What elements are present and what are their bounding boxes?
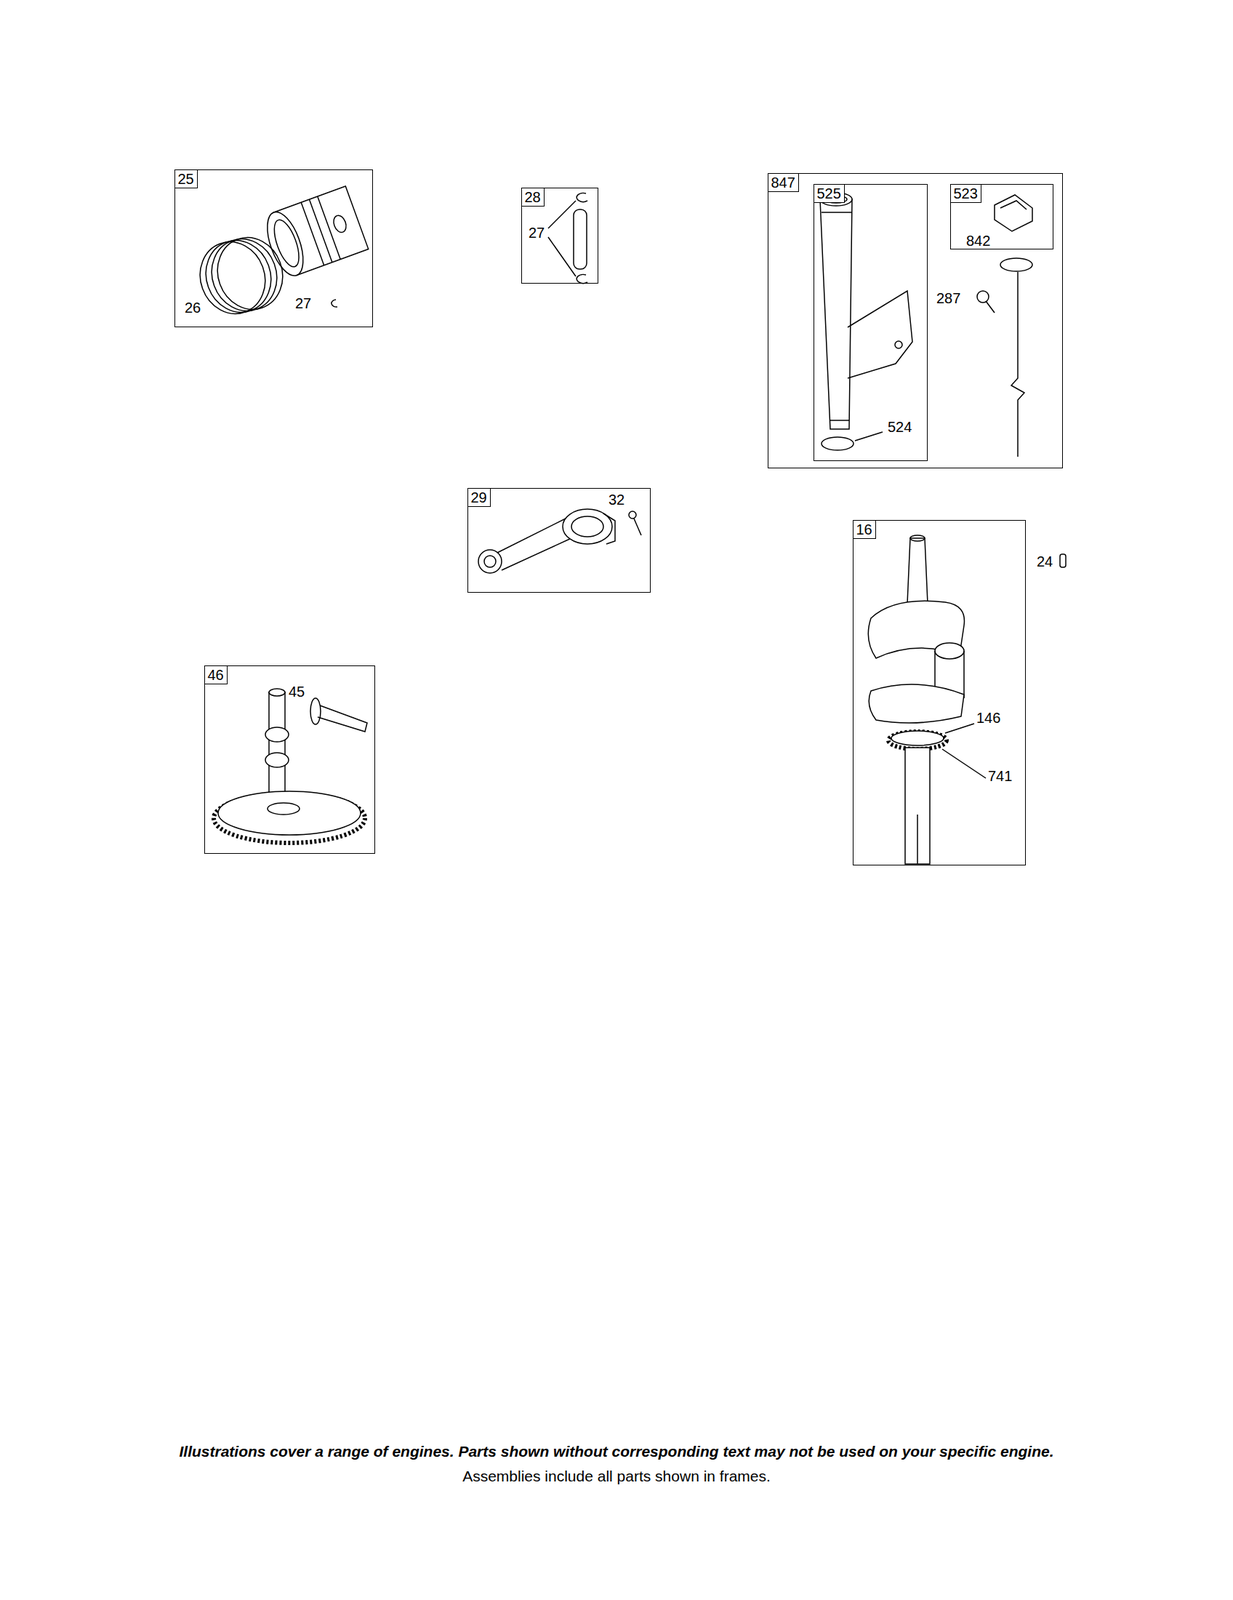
callout-number: 146 (975, 709, 1002, 726)
parts-frame: 525 524 (813, 183, 928, 461)
connecting-rod (478, 508, 616, 573)
callout-number: 741 (987, 767, 1013, 784)
parts-frame: 28 27 (521, 187, 599, 284)
camshaft (213, 688, 365, 843)
frame-number: 847 (767, 173, 799, 192)
frame-number: 46 (204, 665, 228, 685)
caption: Illustrations cover a range of engines. … (178, 1442, 1054, 1460)
leader-line (945, 723, 975, 733)
parts-frame: 25 26 27 (174, 169, 373, 328)
callout-number: 45 (287, 683, 306, 700)
callout-number: 26 (183, 299, 202, 316)
callout-number: 27 (294, 295, 312, 312)
parts-frame: 29 32 (467, 487, 651, 593)
dipstick (994, 194, 1033, 457)
screw (977, 290, 995, 313)
piston-rings (190, 228, 293, 323)
piston-pin (573, 209, 587, 269)
callout-number: 24 (1036, 553, 1053, 570)
rod-bolt (628, 511, 642, 536)
parts-frame: 46 45 (204, 665, 376, 854)
frame-number: 16 (852, 519, 877, 539)
parts-frame: 847 287 525 524 523 842 (767, 173, 1063, 469)
callout-number: 524 (886, 418, 913, 435)
piston (260, 186, 369, 280)
frame-number: 523 (950, 183, 982, 203)
dipstick-tube (820, 192, 913, 429)
retaining-clip (576, 274, 588, 283)
frame-number: 29 (467, 487, 491, 507)
frame-number: 525 (813, 183, 845, 203)
retaining-clip (331, 299, 338, 307)
pin-symbol (1059, 553, 1066, 568)
callout-number: 842 (965, 232, 991, 249)
crankshaft (868, 535, 965, 864)
parts-frame: 523 842 (950, 183, 1054, 250)
leader-line (854, 431, 883, 441)
frame-number: 25 (174, 169, 198, 189)
callout-number: 287 (935, 290, 962, 307)
retaining-clip (576, 192, 588, 202)
o-ring (821, 436, 854, 451)
leader-line (942, 748, 986, 778)
leader-line (548, 200, 576, 229)
tappet (310, 697, 368, 732)
parts-frame: 16 146 741 (852, 519, 1026, 866)
callout-number: 27 (527, 224, 546, 241)
callout-number: 32 (607, 491, 626, 508)
frame-number: 28 (521, 187, 545, 207)
leader-line (548, 237, 576, 277)
note-text: Assemblies include all parts shown in fr… (462, 1467, 771, 1485)
